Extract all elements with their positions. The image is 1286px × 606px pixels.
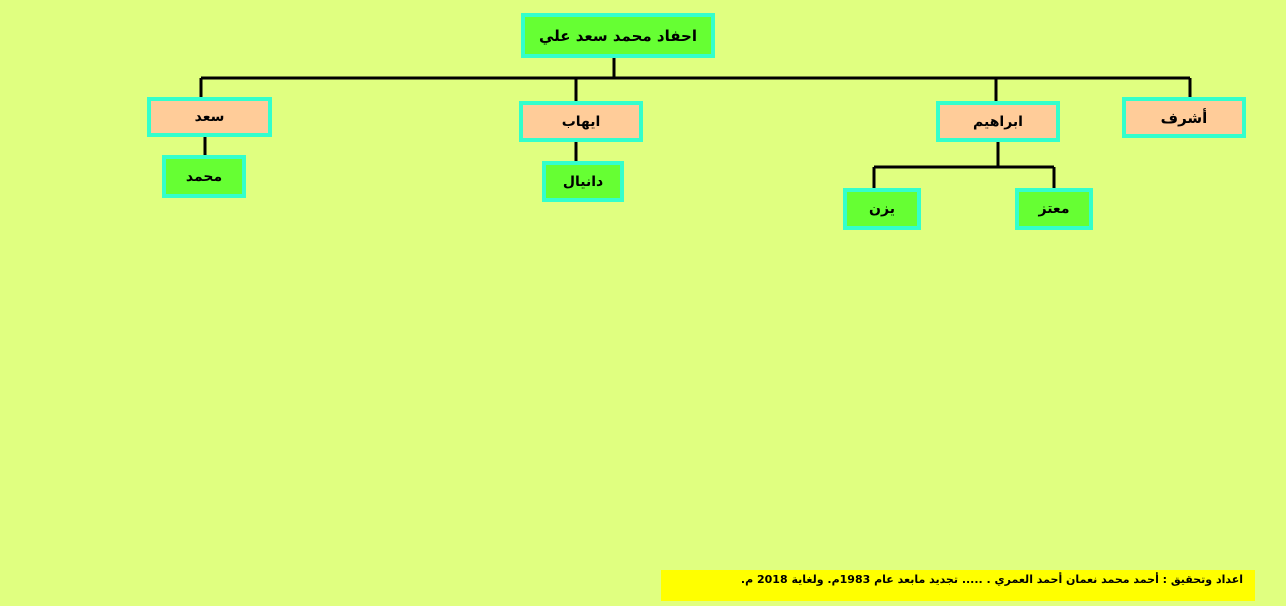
- child-node-ashraf-label: أشرف: [1160, 108, 1208, 127]
- grandchild-node-danyal: دانيال: [542, 161, 624, 202]
- child-node-ibrahim: ابراهيم: [936, 101, 1060, 142]
- child-node-ihab-label: ايهاب: [561, 113, 601, 130]
- child-node-saad: سعد: [147, 97, 272, 137]
- child-node-ibrahim-label: ابراهيم: [973, 113, 1023, 130]
- grandchild-node-yazan: يزن: [843, 188, 921, 230]
- child-node-saad-label: سعد: [194, 109, 225, 125]
- child-node-ashraf: أشرف: [1122, 97, 1246, 138]
- footer-credits: اعداد وتحقيق : أحمد محمد نعمان أحمد العم…: [661, 570, 1255, 601]
- grandchild-node-yazan-label: يزن: [869, 201, 895, 217]
- grandchild-node-moataz-label: معتز: [1038, 201, 1070, 217]
- grandchild-node-moataz: معتز: [1015, 188, 1093, 230]
- root-node: احفاد محمد سعد علي: [521, 13, 715, 58]
- footer-credits-text: اعداد وتحقيق : أحمد محمد نعمان أحمد العم…: [740, 573, 1243, 586]
- grandchild-node-danyal-label: دانيال: [562, 173, 604, 190]
- child-node-ihab: ايهاب: [519, 101, 643, 142]
- grandchild-node-mohamed-label: محمد: [185, 168, 223, 185]
- grandchild-node-mohamed: محمد: [162, 155, 246, 198]
- root-node-label: احفاد محمد سعد علي: [539, 26, 697, 45]
